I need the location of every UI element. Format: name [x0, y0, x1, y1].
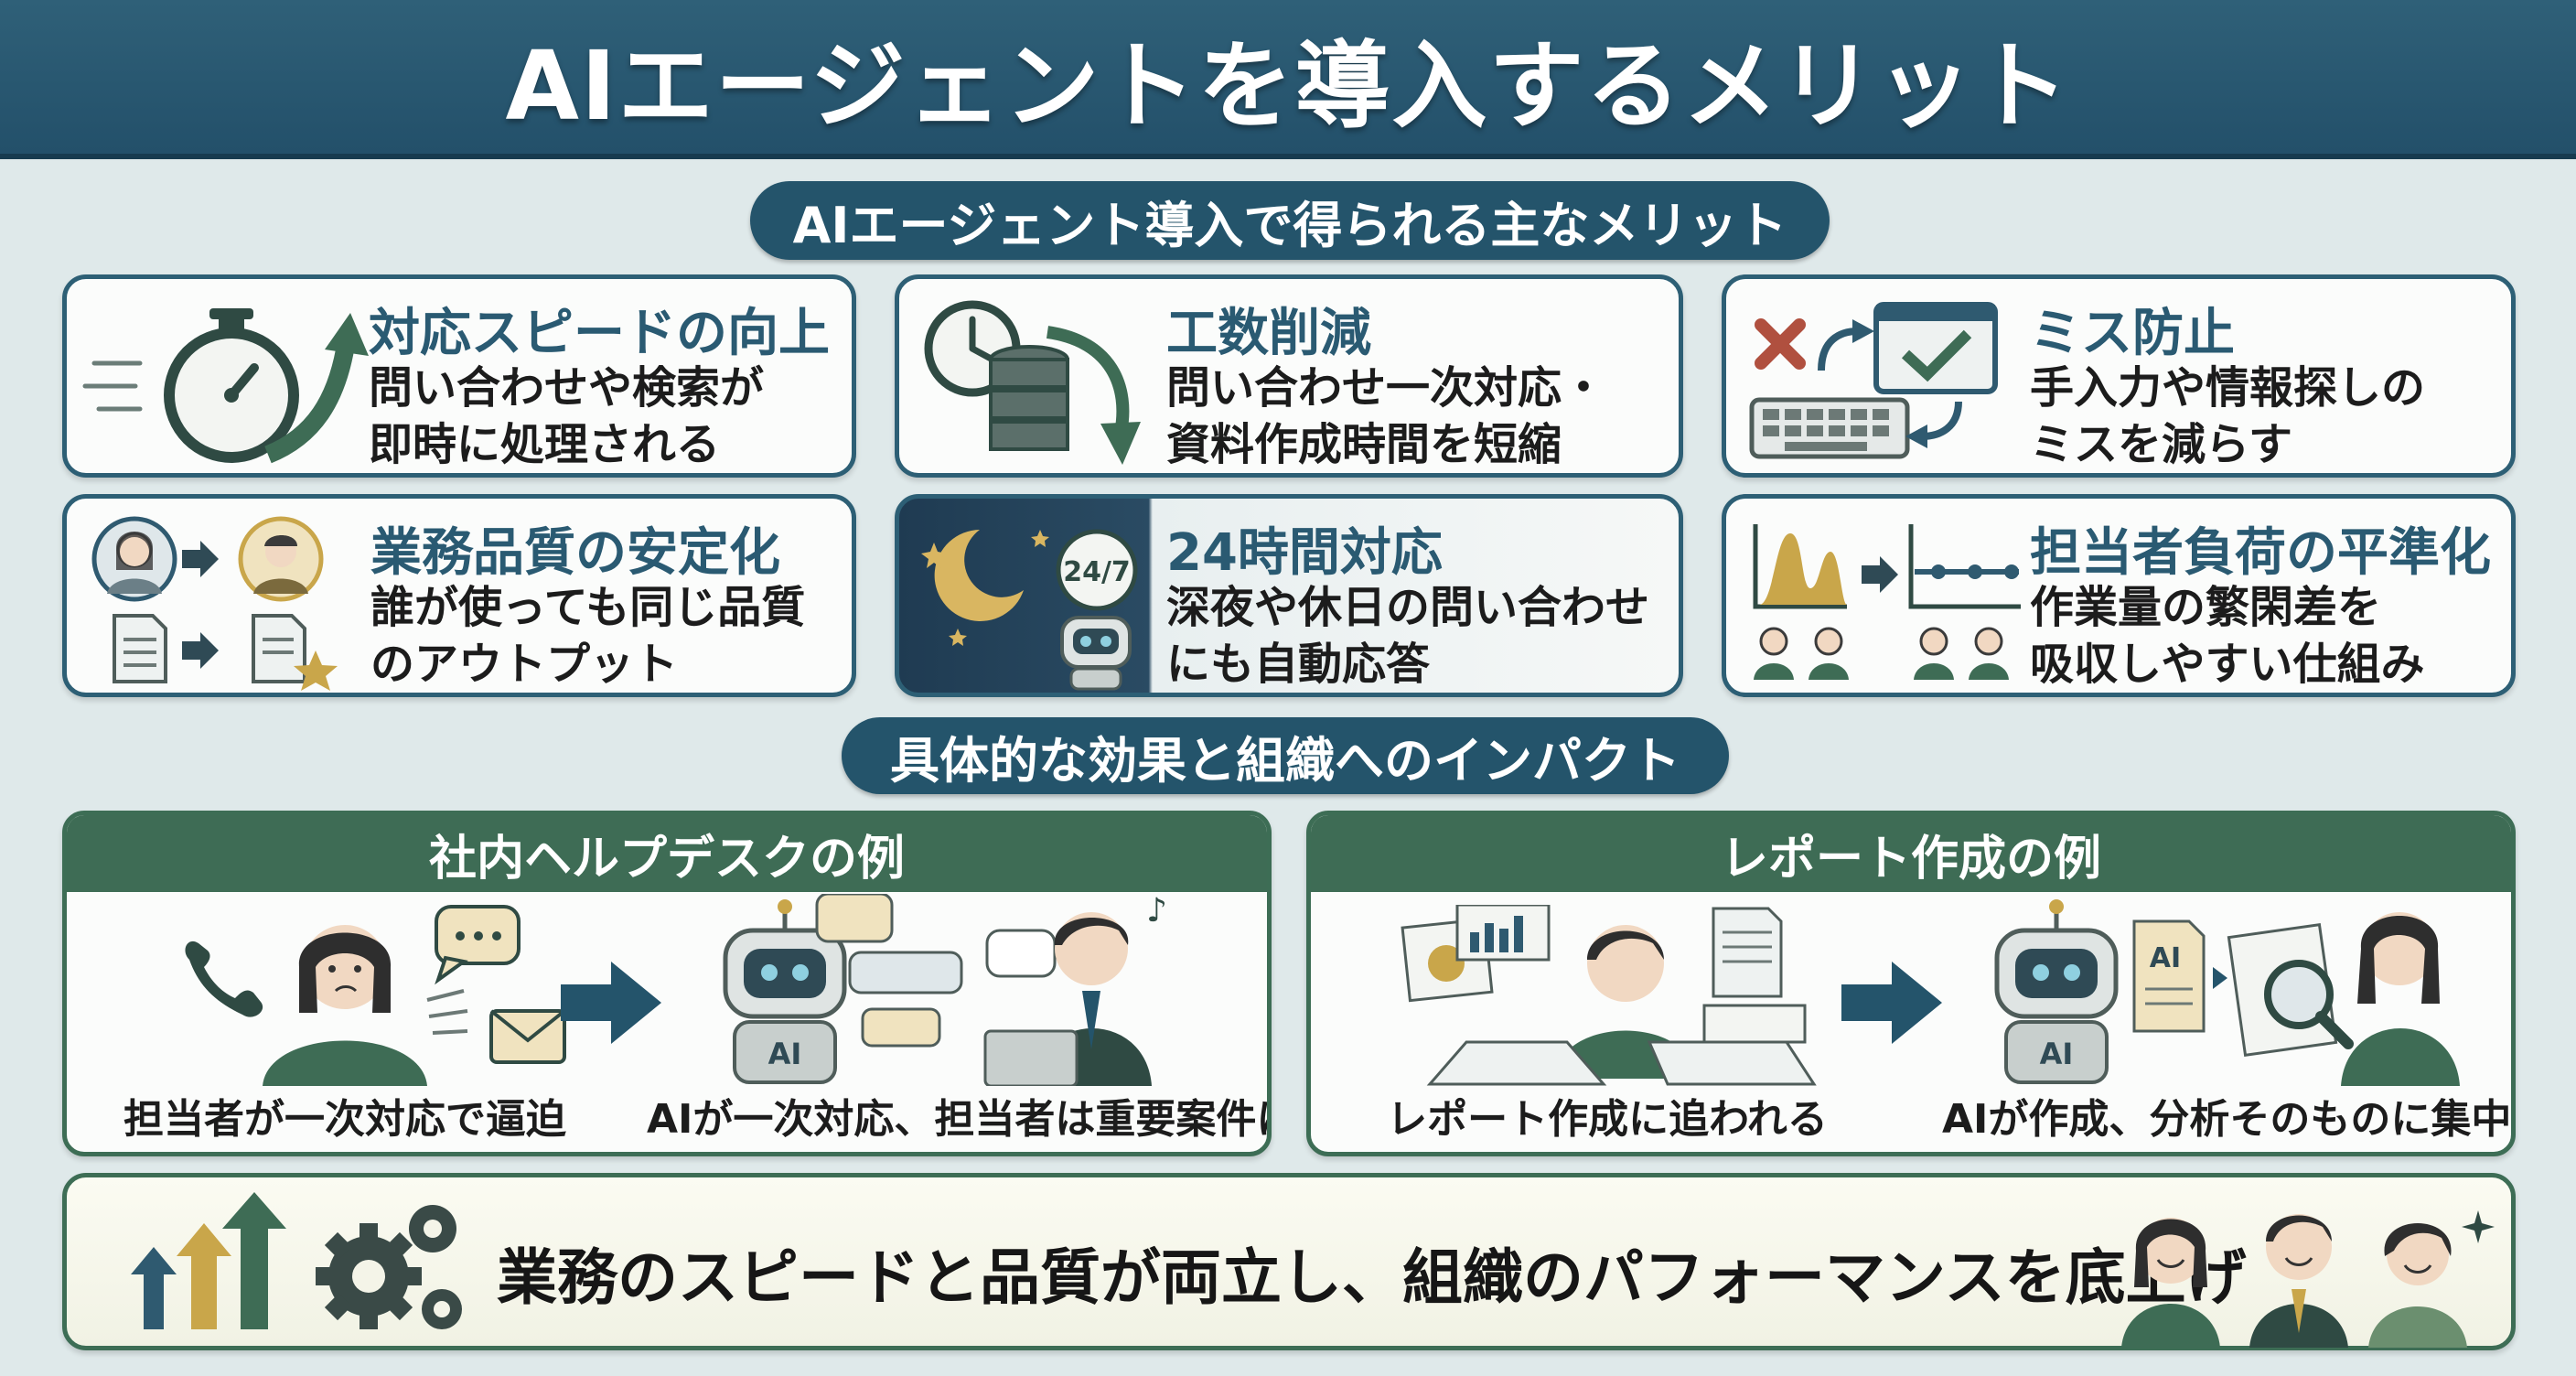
- example-before-caption: レポート作成に追われる: [1387, 1096, 1828, 1143]
- benefit-title: 工数削減: [1166, 304, 1371, 363]
- example-before-caption: 担当者が一次対応で逼迫: [123, 1096, 566, 1143]
- arrow-right-icon: [561, 962, 661, 1044]
- overloaded-staff-illustration: [1401, 905, 1817, 1086]
- benefit-title: 24時間対応: [1166, 523, 1443, 583]
- growth-arrows-icon: [131, 1192, 286, 1329]
- example-after-caption: AIが作成、分析そのものに集中: [1942, 1096, 2512, 1143]
- page-title: AIエージェントを導入するメリット: [505, 29, 2071, 142]
- example-title: レポート作成の例: [1311, 815, 2511, 892]
- benefit-desc: 作業量の繁閑差を 吸収しやすい仕組み: [2030, 582, 2425, 690]
- benefit-desc: 深夜や休日の問い合わせ にも自動応答: [1166, 582, 1650, 690]
- conclusion-banner: 業務のスピードと品質が両立し、組織のパフォーマンスを底上げ: [62, 1173, 2516, 1350]
- benefit-card-247: 24/7 24時間対応 深夜や休日の問い合わせ にも自動応答: [895, 494, 1683, 697]
- benefit-desc: 問い合わせ一次対応・ 資料作成時間を短縮: [1166, 362, 1606, 470]
- header-bar: AIエージェントを導入するメリット: [0, 0, 2576, 159]
- busy-staff-illustration: [185, 905, 566, 1086]
- music-note-icon: ♪: [1146, 894, 1167, 930]
- workload-chart-icon: [1753, 524, 2021, 680]
- robot-analysis-illustration: AI AI: [1994, 899, 2460, 1086]
- stopwatch-arrow-icon: [82, 308, 369, 464]
- example-after-caption: AIが一次対応、担当者は重要案件に集中: [647, 1096, 1267, 1143]
- benefit-desc: 問い合わせや検索が 即時に処理される: [369, 362, 765, 470]
- benefit-title: 対応スピードの向上: [369, 304, 830, 363]
- benefits-heading: AIエージェント導入で得られる主なメリット: [750, 181, 1830, 260]
- impact-heading: 具体的な効果と組織へのインパクト: [842, 717, 1729, 794]
- document-label: AI: [2150, 942, 2181, 974]
- benefit-title: 担当者負荷の平準化: [2030, 523, 2491, 583]
- robot-relief-illustration: AI ♪: [723, 894, 1167, 1086]
- benefit-card-quality: 業務品質の安定化 誰が使っても同じ品質 のアウトプット: [62, 494, 856, 697]
- keyboard-check-icon: [1749, 302, 1998, 459]
- robot-label: AI: [2040, 1037, 2074, 1071]
- conclusion-text: 業務のスピードと品質が両立し、組織のパフォーマンスを底上げ: [497, 1242, 2247, 1313]
- benefit-card-error-prevention: ミス防止 手入力や情報探しの ミスを減らす: [1722, 274, 2516, 478]
- example-title: 社内ヘルプデスクの例: [67, 815, 1267, 892]
- benefit-title: ミス防止: [2030, 304, 2235, 363]
- benefit-desc: 手入力や情報探しの ミスを減らす: [2030, 362, 2426, 470]
- benefit-card-load-balance: 担当者負荷の平準化 作業量の繁閑差を 吸収しやすい仕組み: [1722, 494, 2516, 697]
- benefit-title: 業務品質の安定化: [370, 523, 780, 583]
- people-documents-icon: [91, 516, 338, 691]
- robot-label: AI: [768, 1037, 802, 1071]
- benefit-card-workload: 工数削減 問い合わせ一次対応・ 資料作成時間を短縮: [895, 274, 1683, 478]
- badge-247: 24/7: [1063, 556, 1131, 588]
- example-helpdesk: 社内ヘルプデスクの例 AI ♪ 担当者が一次対応で逼迫 AIが一次対応: [62, 811, 1272, 1156]
- gears-icon: [316, 1205, 462, 1329]
- moon-robot-icon: 24/7: [921, 529, 1138, 691]
- example-report: レポート作成の例 AI AI レポート作成に追われる AIが作成、分析: [1306, 811, 2516, 1156]
- benefit-card-speed: 対応スピードの向上 問い合わせや検索が 即時に処理される: [62, 274, 856, 478]
- arrow-right-icon: [1841, 962, 1942, 1044]
- clock-database-icon: [924, 300, 1141, 465]
- happy-team-illustration: [2121, 1210, 2495, 1348]
- benefit-desc: 誰が使っても同じ品質 のアウトプット: [370, 582, 806, 690]
